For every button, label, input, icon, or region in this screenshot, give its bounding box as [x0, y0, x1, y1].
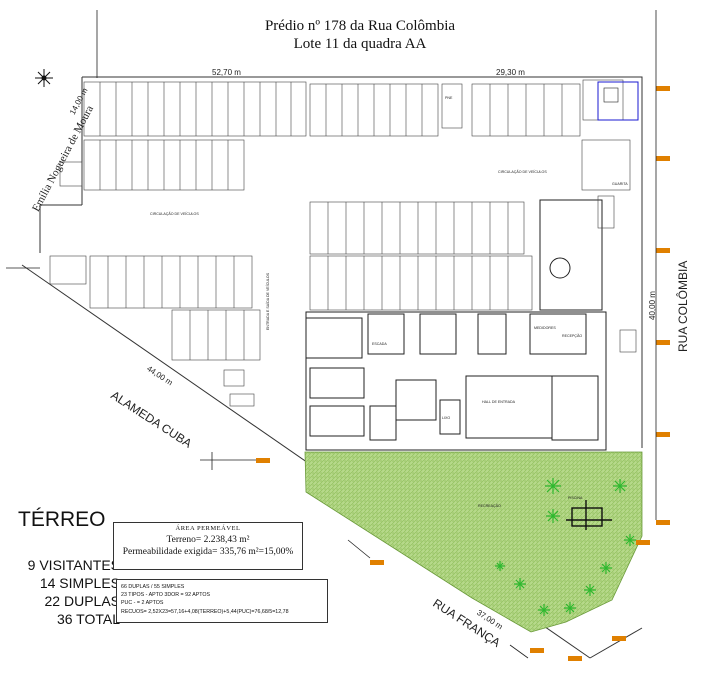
garden-trees [495, 478, 636, 616]
dim-top-left: 52,70 m [212, 68, 241, 77]
dim-top-right: 29,30 m [496, 68, 525, 77]
stat-duplas: 22 DUPLAS [44, 593, 120, 609]
label-circulacao-1: CIRCULAÇÃO DE VEÍCULOS [150, 212, 199, 216]
summary-line: RECUOS= 2,52X23=57,16+4,08(TERREO)+5,44(… [121, 608, 289, 615]
title-line-1: Prédio nº 178 da Rua Colômbia [264, 18, 456, 34]
building-core [305, 199, 607, 451]
label-guarita: GUARITA [612, 182, 628, 186]
label-entrada: ENTRADA E SAÍDA DE VEÍCULOS [266, 272, 270, 330]
level-markers [256, 86, 670, 661]
summary-line: PUC - = 2 APTOS [121, 600, 164, 607]
permeable-area-box: ÁREA PERMEÁVEL Terreno= 2.238,43 m² Perm… [113, 522, 303, 570]
parking-left-row [49, 255, 261, 407]
summary-line: 66 DUPLAS / 55 SIMPLES [121, 584, 185, 590]
permeable-exigida: Permeabilidade exigida= 335,76 m²=15,00% [122, 547, 294, 557]
parking-top-left [59, 81, 307, 191]
label-circulacao-2: CIRCULAÇÃO DE VEÍCULOS [498, 170, 547, 174]
dim-right: 40,00 m [648, 291, 657, 320]
permeable-terreno: Terreno= 2.238,43 m² [166, 535, 250, 545]
label-lixo: LIXO [442, 416, 451, 420]
parking-center [309, 201, 533, 311]
permeable-heading: ÁREA PERMEÁVEL [175, 525, 241, 532]
label-recreacao: RECREAÇÃO [478, 504, 501, 508]
label-pne: PNE [445, 96, 453, 100]
street-rua-colombia: RUA COLÔMBIA [676, 260, 690, 352]
permeable-green-area [304, 451, 643, 633]
label-piscina: PISCINA [568, 496, 583, 500]
label-medidores: MEDIDORES [534, 326, 556, 330]
stat-total: 36 TOTAL [56, 611, 120, 627]
stat-visitantes: 9 VISITANTES [27, 557, 120, 573]
summary-line: 23 TIPOS - APTO 3DOR = 92 APTOS [121, 592, 211, 599]
label-recepcao: RECEPÇÃO [562, 334, 583, 338]
parking-top-middle [309, 79, 639, 137]
stat-simples: 14 SIMPLES [39, 575, 120, 591]
summary-box: 66 DUPLAS / 55 SIMPLES 23 TIPOS - APTO 3… [116, 579, 328, 623]
entry-structures [581, 139, 637, 353]
level-title: TÉRREO [18, 508, 106, 531]
playground [566, 500, 612, 530]
parking-stats: 9 VISITANTES 14 SIMPLES 22 DUPLAS 36 TOT… [10, 556, 120, 628]
label-escada: ESCADA [372, 342, 387, 346]
survey-lines [6, 10, 657, 659]
north-arrow-icon [35, 69, 53, 87]
title-line-2: Lote 11 da quadra AA [293, 36, 427, 52]
label-hall: HALL DE ENTRADA [482, 400, 516, 404]
